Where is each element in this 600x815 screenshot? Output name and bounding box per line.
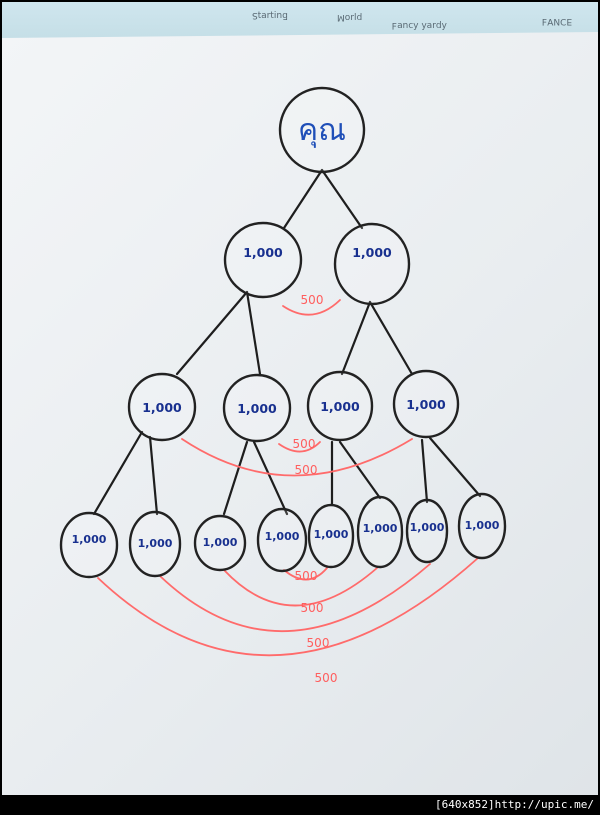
edge-line [222,440,249,516]
arc-line [159,563,431,633]
node-label: 1,000 [203,536,238,549]
pyramid-diagram: คุณ 1,000 1,000 1,000 1,000 1,000 1,000 [59,86,507,685]
arc-line [282,299,341,316]
bonus-arcs [97,299,479,657]
node-l3-3: 1,000 [193,514,247,572]
node-l2-4: 1,000 [392,369,460,439]
node-l2-2: 1,000 [222,373,292,443]
edge-line [320,168,364,230]
node-label: 1,000 [265,530,300,543]
edge-line [252,440,289,516]
node-label: 1,000 [363,522,398,535]
edge-line [148,435,159,516]
arc-line [97,557,479,657]
node-l3-8: 1,000 [457,492,507,560]
node-l3-2: 1,000 [128,510,182,578]
node-label: 1,000 [72,533,107,546]
node-label: 1,000 [142,400,182,415]
root-label: คุณ [298,113,346,149]
node-label: 1,000 [352,245,392,260]
node-l3-1: 1,000 [59,511,119,579]
edge-line [368,300,414,376]
photo: ƃuᴉʇɹɐʇS pꞁɹoM ʎpɹɐʎ ʎɔuɐℲ ƎƆNⱯℲ [2,2,598,795]
node-label: 1,000 [410,521,445,534]
arc-label: 500 [295,569,318,583]
edge-line [245,290,262,376]
arc-line [223,567,378,607]
edge-line [340,300,372,376]
node-l1-2: 1,000 [333,222,411,306]
node-label: 1,000 [243,245,283,260]
node-label: 1,000 [237,401,277,416]
node-l3-5: 1,000 [307,503,355,569]
edge-line [282,168,324,230]
node-l2-3: 1,000 [306,370,374,442]
node-l3-4: 1,000 [256,507,308,573]
arc-label: 500 [301,293,324,307]
arc-line [283,567,328,581]
edge-line [428,436,482,498]
arc-label: 500 [295,463,318,477]
node-label: 1,000 [406,397,446,412]
edge-line [175,290,249,376]
node-l2-1: 1,000 [127,372,197,442]
paper-sheet [2,32,598,795]
tree-edges [92,168,482,516]
node-l3-7: 1,000 [405,498,449,564]
edge-line [420,438,429,504]
arc-label: 500 [307,636,330,650]
node-label: 1,000 [314,528,349,541]
arc-label: 500 [315,671,338,685]
arc-label: 500 [293,437,316,451]
node-l1-1: 1,000 [223,221,303,299]
arc-line [278,441,321,453]
watermark-footer: [640x852]http://upic.me/ [433,796,596,814]
node-label: 1,000 [465,519,500,532]
root-node: คุณ [278,86,366,174]
edge-line [338,440,382,500]
node-label: 1,000 [138,537,173,550]
arc-line [181,438,413,477]
node-label: 1,000 [320,399,360,414]
arc-label: 500 [301,601,324,615]
node-l3-6: 1,000 [356,495,404,569]
edge-line [92,430,144,516]
